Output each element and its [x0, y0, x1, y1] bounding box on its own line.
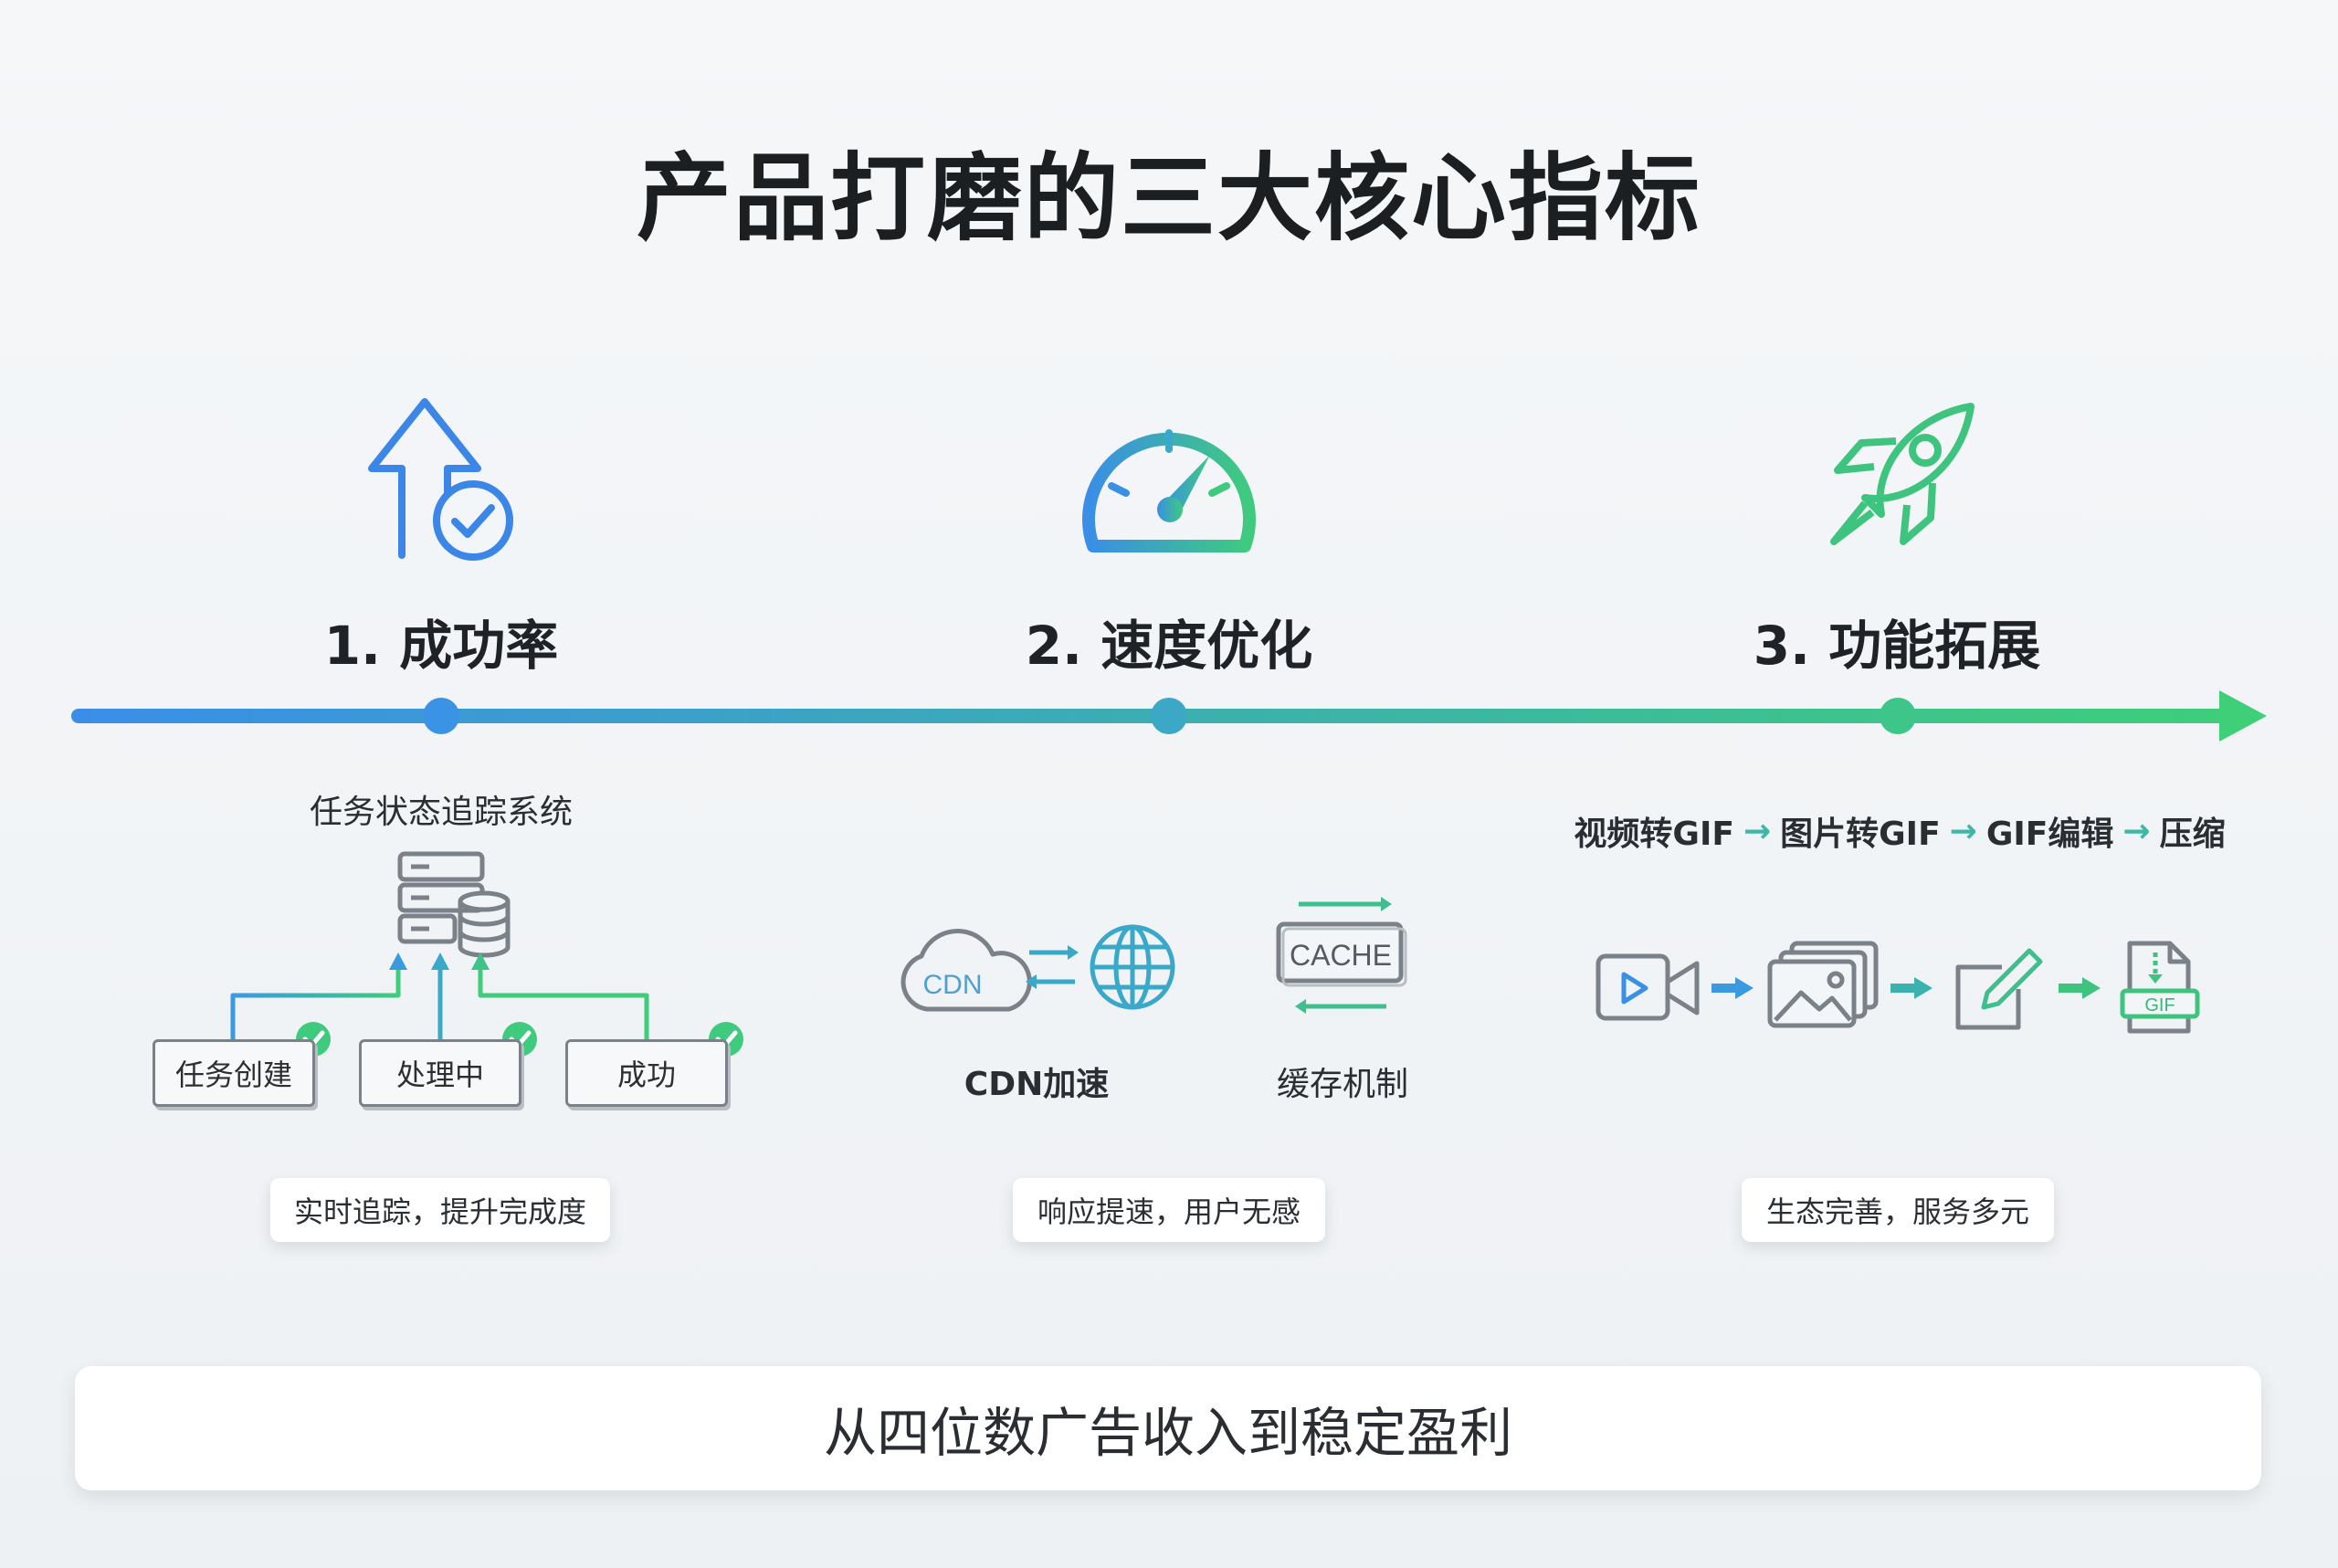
flow-item-image-to-gif: 图片转GIF	[1780, 816, 1941, 853]
page-title: 产品打磨的三大核心指标	[636, 142, 1701, 254]
arrow-up-check-icon	[368, 398, 513, 561]
cdn-label: CDN加速	[964, 1066, 1110, 1103]
server-database-icon	[397, 851, 511, 958]
stage-1-caption: 实时追踪，提升完成度	[270, 1178, 610, 1242]
stage-2-caption: 响应提速，用户无感	[1013, 1178, 1325, 1242]
speedometer-icon	[1082, 429, 1256, 552]
flow-arrow-icon: →	[2122, 812, 2151, 850]
feature-flow-icons: GIF	[1596, 941, 2200, 1034]
task-system-diagram	[230, 851, 743, 1057]
cdn-cloud-globe-icon: CDN	[900, 924, 1175, 1012]
gif-file-icon	[2120, 941, 2200, 1034]
task-tracking-system-label: 任务状态追踪系统	[309, 794, 573, 831]
timeline-node-3	[1880, 698, 1916, 734]
footer-summary: 从四位数广告收入到稳定盈利	[75, 1366, 2261, 1490]
step-processing: 处理中	[359, 1039, 521, 1107]
timeline-node-2	[1151, 698, 1187, 734]
flow-item-video-to-gif: 视频转GIF	[1574, 816, 1734, 853]
video-icon	[1596, 953, 1700, 1021]
stage-2-heading: 2. 速度优化	[1025, 615, 1313, 677]
step-task-created: 任务创建	[153, 1039, 315, 1107]
rocket-icon	[1830, 403, 1975, 545]
step-success: 成功	[565, 1039, 728, 1107]
image-stack-icon	[1767, 941, 1879, 1028]
cache-icon: CACHE	[1276, 897, 1407, 1014]
flow-item-compress: 压缩	[2159, 816, 2226, 853]
gif-badge-text: GIF	[2144, 995, 2175, 1016]
timeline-arrowhead	[2219, 690, 2267, 742]
stage-3-heading: 3. 功能拓展	[1753, 615, 2041, 677]
cache-box-text: CACHE	[1290, 939, 1392, 972]
stage-3-caption: 生态完善，服务多元	[1742, 1178, 2054, 1242]
feature-flow-text: 视频转GIF → 图片转GIF → GIF编辑 → 压缩	[1553, 804, 2247, 858]
flow-item-gif-edit: GIF编辑	[1985, 816, 2114, 853]
stage-1-heading: 1. 成功率	[323, 615, 559, 677]
flow-arrow-icon: →	[1949, 812, 1977, 850]
cdn-cloud-text: CDN	[923, 970, 983, 1000]
timeline-node-1	[423, 698, 459, 734]
edit-icon	[1955, 948, 2043, 1030]
cache-label: 缓存机制	[1276, 1066, 1408, 1103]
flow-arrow-icon: →	[1743, 812, 1772, 850]
